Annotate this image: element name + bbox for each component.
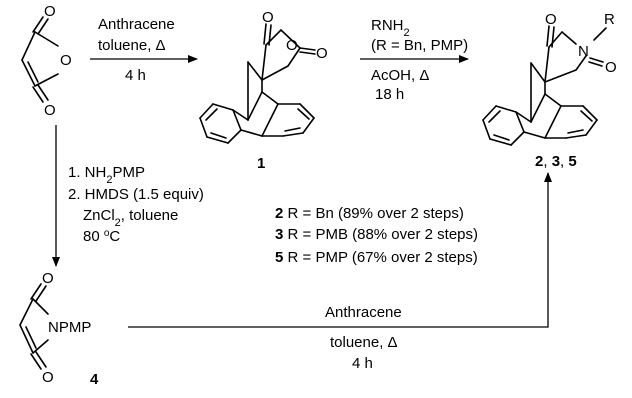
atom-o-1-top: O	[262, 9, 274, 26]
compound-4-structure: O NPMP O	[19, 270, 91, 386]
step2-reagent: RNH2	[371, 17, 410, 39]
arrow-step-1: Anthracene toluene, Δ 4 h	[90, 16, 198, 84]
step1-reagent: Anthracene	[98, 16, 175, 33]
products-label: 2, 3, 5	[535, 153, 577, 170]
compound-4-label: 4	[90, 371, 99, 388]
atom-npmp: NPMP	[48, 319, 91, 336]
step3-line2: 2. HMDS (1.5 equiv)	[68, 186, 204, 203]
atom-r-substituent: R	[604, 11, 615, 28]
step2-solvent: AcOH, Δ	[371, 67, 429, 84]
yield-row-3: 3 R = PMB (88% over 2 steps)	[275, 226, 478, 243]
arrow-step-2: RNH2 (R = Bn, PMP) AcOH, Δ 18 h	[360, 17, 469, 103]
step2-r-definition: (R = Bn, PMP)	[371, 37, 468, 54]
arrow-step-4: Anthracene toluene, Δ 4 h	[128, 172, 552, 372]
arrow-step-3: 1. NH2PMP 2. HMDS (1.5 equiv) ZnCl2, tol…	[52, 125, 204, 267]
compound-1-label: 1	[257, 155, 265, 172]
atom-o-1-ring: O	[286, 37, 298, 54]
yield-row-2: 2 R = Bn (89% over 2 steps)	[275, 205, 464, 222]
atom-o-4-bottom: O	[42, 369, 54, 386]
step4-reagent: Anthracene	[325, 304, 402, 321]
atom-o-1-right: O	[316, 45, 328, 62]
step2-time: 18 h	[375, 86, 404, 103]
atom-o-top: O	[44, 3, 56, 20]
step1-time: 4 h	[125, 67, 146, 84]
step4-time: 4 h	[352, 355, 373, 372]
product-imide-structure: O N O R	[482, 11, 617, 146]
step3-line3: ZnCl2, toluene	[83, 207, 178, 229]
atom-o-bottom: O	[44, 102, 56, 119]
atom-o-ring: O	[60, 52, 72, 69]
atom-o-4-top: O	[42, 270, 54, 287]
yields-list: 2 R = Bn (89% over 2 steps) 3 R = PMB (8…	[275, 205, 478, 266]
compound-1-structure: O O O	[199, 9, 328, 144]
yield-row-5: 5 R = PMP (67% over 2 steps)	[275, 249, 478, 266]
step1-conditions: toluene, Δ	[98, 37, 166, 54]
atom-n-imide: N	[578, 43, 589, 60]
step3-line4: 80 oC	[83, 228, 120, 246]
atom-o-imide-right: O	[605, 59, 617, 76]
maleic-anhydride-structure: O O O	[21, 3, 72, 119]
atom-o-imide-top: O	[545, 11, 557, 28]
step4-conditions: toluene, Δ	[330, 334, 398, 351]
step3-line1: 1. NH2PMP	[68, 164, 145, 186]
